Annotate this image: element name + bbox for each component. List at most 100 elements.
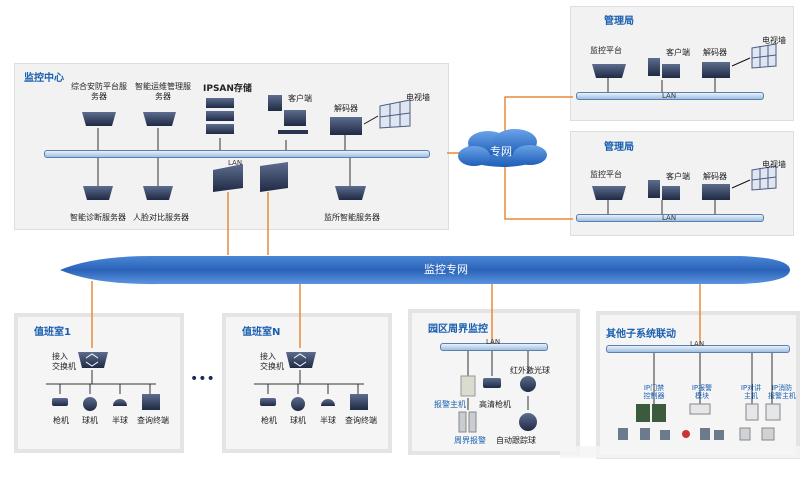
admin-top-lan <box>576 92 764 100</box>
monitor-private-net-band <box>60 255 790 285</box>
monitor-center-lan-label: LAN <box>228 159 243 167</box>
duty-room-1-panel <box>14 313 184 453</box>
admin-top-decoder-label: 解码器 <box>703 48 727 57</box>
access-switch-icon <box>78 352 108 368</box>
admin-bottom-lan-label: LAN <box>662 214 677 222</box>
hd-camera-icon <box>483 378 501 388</box>
admin-top-client-label: 客户端 <box>666 48 690 57</box>
duty-room-1-device-label: 枪机 <box>53 416 69 425</box>
ipsan-label: IPSAN存储 <box>203 84 252 94</box>
alarm-module-label: IP报警 模块 <box>691 384 713 400</box>
orange-links <box>91 96 701 348</box>
platform-server-icon <box>592 64 626 78</box>
admin-bureau-bottom-title: 管理局 <box>604 142 634 153</box>
monitor-center-title: 监控中心 <box>24 73 64 84</box>
auto-track-dome-icon <box>519 413 537 431</box>
prison-intelligence-server-label: 监所智能服务器 <box>324 213 380 222</box>
duty-room-n-switch-label: 接入 交换机 <box>260 352 284 371</box>
diagnosis-server-label: 智能诊断服务器 <box>70 213 126 222</box>
ir-dome-label: 红外激光球 <box>510 366 550 375</box>
duty-room-n-device-label: 球机 <box>290 416 306 425</box>
bullet-camera-icon <box>52 398 68 406</box>
tv-wall-icon <box>731 165 777 191</box>
door-controller-icon <box>618 404 670 440</box>
other-subsystems-title: 其他子系统联动 <box>606 329 676 340</box>
admin-bottom-decoder-label: 解码器 <box>703 172 727 181</box>
admin-bottom-tv-wall-label: 电视墙 <box>762 160 786 169</box>
duty-room-n-device-label: 枪机 <box>261 416 277 425</box>
fire-alarm-host-icon <box>761 403 781 441</box>
server-icon <box>143 186 173 200</box>
door-controller-label: IP门禁 控制器 <box>643 384 665 400</box>
duty-room-n-title: 值班室N <box>242 327 281 338</box>
monitor-center-lan <box>44 150 430 158</box>
intercom-host-icon <box>739 403 759 441</box>
duty-room-n-panel <box>222 313 392 453</box>
query-terminal-icon <box>142 394 160 410</box>
platform-server-icon <box>592 186 626 200</box>
dome-camera-icon <box>291 397 305 411</box>
admin-top-lan-label: LAN <box>662 92 677 100</box>
duty-room-1-title: 值班室1 <box>34 327 71 338</box>
duty-room-1-device-label: 半球 <box>112 416 128 425</box>
server-icon <box>82 112 116 126</box>
client-pc-icon <box>648 180 680 200</box>
decoder-icon <box>702 62 730 78</box>
alarm-host-label: 报警主机 <box>434 400 466 409</box>
alarm-module-icon <box>682 403 724 440</box>
access-switch-icon <box>286 352 316 368</box>
auto-track-label: 自动跟踪球 <box>496 436 536 445</box>
private-net-cloud <box>458 129 547 167</box>
ops-management-server-label: 智能运维管理服 务器 <box>135 82 191 101</box>
decoder-icon <box>702 184 730 200</box>
intercom-host-label: IP对讲 主机 <box>740 384 762 400</box>
face-compare-server-label: 人脸对比服务器 <box>133 213 189 222</box>
private-net-label: 专网 <box>490 145 512 158</box>
monitor-private-net-label: 监控专网 <box>424 263 468 276</box>
other-lan <box>606 345 790 353</box>
watermark-overlay <box>560 446 800 458</box>
monitor-center-panel <box>14 63 449 230</box>
duty-room-1-device-label: 球机 <box>82 416 98 425</box>
admin-bureau-top-title: 管理局 <box>604 16 634 27</box>
ir-dome-icon <box>520 376 536 392</box>
ellipsis: ••• <box>190 371 215 387</box>
switch-icon <box>260 162 288 192</box>
server-icon <box>335 186 366 200</box>
duty-room-1-device-label: 查询终端 <box>137 416 169 425</box>
bullet-camera-icon <box>260 398 276 406</box>
other-lan-label: LAN <box>690 340 705 348</box>
perimeter-alarm-icon <box>458 411 477 433</box>
hd-camera-label: 高清枪机 <box>479 400 511 409</box>
admin-bottom-client-label: 客户端 <box>666 172 690 181</box>
half-dome-camera-icon <box>321 399 335 406</box>
decoder-icon <box>330 117 362 135</box>
admin-bottom-lan <box>576 214 764 222</box>
admin-top-tv-wall-label: 电视墙 <box>762 36 786 45</box>
decoder-label: 解码器 <box>334 104 358 113</box>
client-pc-icon <box>648 58 680 78</box>
switch-icon <box>213 164 243 192</box>
tv-wall-icon <box>731 43 777 69</box>
perimeter-alarm-label: 周界报警 <box>454 436 486 445</box>
admin-bottom-platform-label: 监控平台 <box>590 170 622 179</box>
client-label: 客户端 <box>288 94 312 103</box>
client-pc-icon <box>268 95 308 134</box>
server-icon <box>143 112 176 126</box>
perimeter-title: 园区周界监控 <box>428 324 488 335</box>
tv-wall-label: 电视墙 <box>406 93 430 102</box>
query-terminal-icon <box>350 394 368 410</box>
alarm-host-icon <box>460 375 476 397</box>
tv-wall-icon <box>363 99 411 129</box>
duty-room-n-device-label: 半球 <box>320 416 336 425</box>
server-icon <box>83 186 113 200</box>
integrated-security-server-label: 综合安防平台服 务器 <box>71 82 127 101</box>
admin-top-platform-label: 监控平台 <box>590 46 622 55</box>
perimeter-lan <box>440 343 548 351</box>
fire-alarm-host-label: IP消防 报警主机 <box>768 384 796 400</box>
duty-room-1-switch-label: 接入 交换机 <box>52 352 76 371</box>
perimeter-lan-label: LAN <box>486 338 501 346</box>
duty-room-n-device-label: 查询终端 <box>345 416 377 425</box>
half-dome-camera-icon <box>113 399 127 406</box>
